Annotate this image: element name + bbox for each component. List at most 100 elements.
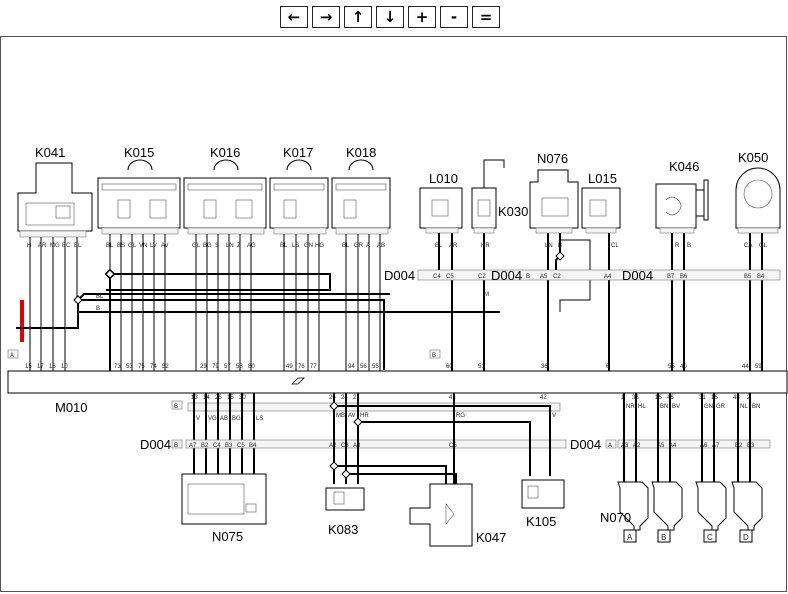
wire-code: HG	[315, 243, 324, 249]
pin-number: 75	[138, 364, 145, 370]
wire-code: LS	[292, 243, 299, 249]
n075-body[interactable]	[181, 473, 267, 525]
zoom-fit-button[interactable]: =	[472, 6, 500, 28]
k050-body[interactable]	[735, 167, 781, 229]
wire-code: V	[196, 416, 200, 422]
label-n076: N076	[537, 151, 568, 166]
wire-code: BG	[203, 243, 212, 249]
pin-number: 77	[310, 364, 317, 370]
k046-body[interactable]	[655, 183, 697, 229]
pan-left-button[interactable]: ←	[280, 6, 308, 28]
pin-number: B5	[744, 274, 752, 280]
n076-body[interactable]	[529, 169, 579, 229]
connector-letter: A	[10, 353, 14, 359]
pin-number: B4	[757, 274, 765, 280]
k016-body[interactable]	[183, 177, 267, 229]
injector-c[interactable]: C	[695, 481, 727, 543]
wire-code: CA	[744, 243, 752, 249]
pin-number: A3	[621, 443, 629, 449]
wire-code: VN	[139, 243, 147, 249]
wire-code: BL	[435, 243, 443, 249]
k041-body[interactable]	[17, 162, 93, 232]
k105-body[interactable]	[521, 479, 565, 509]
pin-number: B2	[735, 443, 743, 449]
pin-number: 48	[733, 395, 740, 401]
bus-wires[interactable]	[16, 268, 500, 371]
wire-code: AR	[449, 243, 458, 249]
d004-injector-strip	[617, 439, 771, 449]
l010-body[interactable]	[419, 187, 463, 229]
injector-a[interactable]: A	[617, 481, 649, 543]
label-k047: K047	[476, 530, 506, 545]
k083-body[interactable]	[325, 487, 365, 511]
label-k015: K015	[124, 145, 154, 160]
wire-code: VG	[208, 416, 217, 422]
wire-code: M	[484, 292, 489, 298]
wire-code: HR	[481, 243, 490, 249]
d004-upper-strip	[417, 269, 781, 281]
pin-number: 17	[37, 364, 44, 370]
label-n070: N070	[600, 510, 631, 525]
wire-code: NL	[740, 404, 748, 410]
zoom-in-button[interactable]: +	[408, 6, 436, 28]
pin-number: 42	[540, 395, 547, 401]
wire-code: H	[27, 243, 31, 249]
label-k016: K016	[210, 145, 240, 160]
pin-number: B3	[747, 443, 755, 449]
injector-b[interactable]: B	[651, 481, 683, 543]
zoom-out-button[interactable]: -	[440, 6, 468, 28]
pin-number: 55	[372, 364, 379, 370]
pin-number: C4	[433, 274, 441, 280]
connector-letter: B	[432, 353, 436, 359]
label-l010: L010	[429, 171, 458, 186]
label-k041: K041	[35, 145, 65, 160]
wire-code: AG	[247, 243, 256, 249]
pin-number: 21	[353, 395, 360, 401]
m010-bus	[7, 370, 788, 394]
label-d004-upper-3: D004	[622, 268, 653, 283]
pan-down-button[interactable]: ↓	[376, 6, 404, 28]
label-d004-upper-1: D004	[384, 268, 415, 283]
k047-body[interactable]	[409, 483, 473, 547]
highlight-marker[interactable]	[20, 300, 24, 342]
k015-body[interactable]	[97, 177, 181, 229]
wire-code: LV	[150, 243, 157, 249]
label-m010: M010	[55, 400, 88, 415]
injector-letter: C	[707, 533, 713, 542]
label-l015: L015	[588, 171, 617, 186]
wire-code: BL	[342, 243, 350, 249]
bus-symbol	[291, 377, 305, 385]
l015-body[interactable]	[581, 187, 621, 229]
toolbar: ← → ↑ ↓ + - =	[280, 6, 500, 30]
pin-number: 41	[449, 395, 456, 401]
pin-number: 55	[668, 364, 675, 370]
label-k105: K105	[526, 514, 556, 529]
wire-code: B	[558, 243, 562, 249]
pin-number: 6	[606, 364, 610, 370]
k017-body[interactable]	[269, 177, 329, 229]
injector-d[interactable]: D	[731, 481, 763, 543]
connector-letter: B	[174, 404, 178, 410]
pin-number: B6	[680, 274, 688, 280]
pin-number: 79	[212, 364, 219, 370]
k018-body[interactable]	[331, 177, 391, 229]
pin-number: B3	[225, 443, 233, 449]
pin-number: 29	[200, 364, 207, 370]
pan-up-button[interactable]: ↑	[344, 6, 372, 28]
pin-number: 60	[446, 364, 453, 370]
label-n075: N075	[212, 529, 243, 544]
pin-number: B	[526, 274, 530, 280]
pin-number: A7	[189, 443, 197, 449]
pin-number: B4	[249, 443, 257, 449]
pin-number: 40	[680, 364, 687, 370]
k030-body[interactable]	[471, 187, 497, 229]
pin-number: 16	[49, 364, 56, 370]
wire-code: AV	[348, 413, 356, 419]
wire-code: GL	[192, 243, 201, 249]
wire-code: BL	[96, 294, 104, 300]
pan-right-button[interactable]: →	[312, 6, 340, 28]
label-k050: K050	[738, 150, 768, 165]
wire-code: BN	[660, 404, 668, 410]
pin-number: 26	[329, 395, 336, 401]
